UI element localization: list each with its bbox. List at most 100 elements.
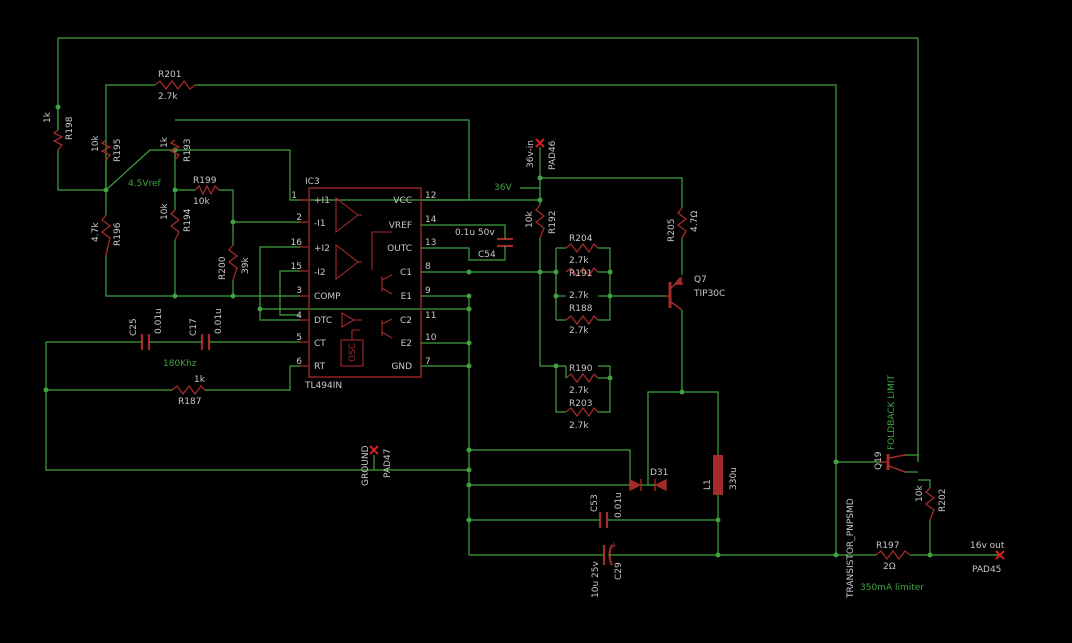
ic-pin-label-4: DTC	[314, 316, 332, 326]
resistor-r200-symbol	[227, 244, 239, 281]
ic3-name-label: IC3	[305, 177, 320, 187]
r199-name: R199	[193, 176, 217, 186]
junctions	[43, 104, 933, 558]
c29-value: 10u 25v	[591, 561, 601, 598]
capacitor-c54-symbol	[497, 237, 513, 248]
r205-value: 4.7Ω	[690, 211, 700, 232]
pads	[369, 138, 1005, 560]
error-amp-1-symbol	[335, 196, 359, 234]
resistor-r195-symbol	[100, 139, 112, 161]
pad47-marker	[369, 445, 379, 455]
r196-name: R196	[113, 222, 123, 246]
ic-pin-label-12: VCC	[393, 196, 412, 206]
ic-pin-label-16: +I2	[314, 244, 330, 254]
resistor-r192-symbol	[534, 204, 546, 239]
ic-pin-num-16: 16	[291, 238, 303, 248]
r203-value: 2.7k	[569, 421, 589, 431]
q19-name: Q19	[874, 451, 884, 470]
r193-name: R193	[183, 139, 193, 162]
ic-pin-label-5: CT	[314, 339, 326, 349]
ic-pin-num-7: 7	[425, 357, 431, 367]
r188-value: 2.7k	[569, 326, 589, 336]
r195-name: R195	[113, 139, 123, 162]
ic-pin-num-5: 5	[296, 333, 302, 343]
ic-pin-label-2: -I1	[314, 219, 326, 229]
vertical-resistors	[52, 129, 936, 521]
ic-pin-label-8: C1	[400, 268, 412, 278]
r194-name: R194	[183, 208, 193, 232]
ic-pin-label-7: GND	[391, 362, 412, 372]
c17-value: 0.01u	[214, 308, 224, 334]
r201-value: 2.7k	[158, 92, 178, 102]
r204-name: R204	[569, 234, 593, 244]
resistor-r194-symbol	[169, 209, 181, 241]
pad47-label: GROUND	[361, 445, 371, 486]
wires	[45, 37, 1000, 556]
pad45-label: 16v out	[970, 541, 1005, 551]
ic3-body	[308, 187, 422, 378]
capacitors: +	[136, 235, 618, 566]
r193-value: 1k	[160, 136, 170, 148]
ic-pin-num-13: 13	[425, 238, 436, 248]
r202-name: R202	[938, 489, 948, 512]
net-label-350ma-limiter: 350mA limiter	[860, 583, 924, 593]
r187-value: 1k	[194, 375, 206, 385]
ic-pin-label-11: C2	[400, 316, 412, 326]
net-label-180khz: 180Khz	[163, 359, 197, 369]
r192-value: 10k	[525, 211, 535, 228]
q7-part: TIP30C	[693, 289, 725, 299]
ic-pin-num-9: 9	[425, 286, 431, 296]
net-label-4-5vref: 4.5Vref	[128, 179, 162, 189]
net-label-foldback-limit: FOLDBACK LIMIT	[887, 374, 897, 450]
r188-name: R188	[569, 304, 593, 314]
pad45-marker	[995, 550, 1005, 560]
ic-pin-num-11: 11	[425, 311, 436, 321]
r205-name: R205	[667, 219, 677, 242]
output-transistor-2-symbol	[381, 318, 393, 339]
resistor-r204-symbol	[565, 242, 599, 254]
r200-name: R200	[218, 256, 228, 280]
c54-name: C54	[478, 250, 496, 260]
l1-value: 330u	[729, 467, 739, 490]
ic-pin-num-14: 14	[425, 215, 437, 225]
c54-value: 0.1u 50v	[455, 228, 495, 238]
c29-name: C29	[614, 562, 624, 580]
ic-pin-num-1: 1	[291, 191, 297, 201]
transistor-q7	[665, 276, 684, 311]
ic-pin-label-13: OUTC	[387, 244, 412, 254]
error-amp-2-symbol	[335, 243, 359, 281]
capacitor-c25-symbol	[140, 334, 151, 350]
r192-name: R192	[548, 211, 558, 234]
resistor-r188-symbol	[565, 314, 599, 326]
r202-value: 10k	[915, 485, 925, 502]
resistor-r199-symbol	[194, 184, 220, 196]
ic3-tl494: +I1 -I1 +I2 -I2 COMP DTC CT RT 1 2 16 15…	[291, 177, 437, 391]
q19-part: TRANSISTOR_PNPSMD	[846, 498, 856, 599]
ic-pin-label-15: -I2	[314, 268, 326, 278]
resistor-r193-symbol	[169, 139, 181, 161]
pad46-marker	[535, 138, 545, 148]
resistor-r198-symbol	[52, 129, 64, 151]
r195-value: 10k	[91, 135, 101, 152]
r187-name: R187	[178, 397, 201, 407]
svg-text:+: +	[610, 541, 618, 551]
c17-name: C17	[189, 318, 199, 336]
c53-name: C53	[590, 494, 600, 512]
ic-pin-num-3: 3	[296, 286, 302, 296]
c25-name: C25	[129, 318, 139, 336]
r197-name: R197	[876, 541, 899, 551]
ic-pin-label-10: E2	[401, 339, 412, 349]
pad46-label: 36v-in	[526, 140, 536, 168]
r200-value: 39k	[241, 257, 251, 274]
resistor-r205-symbol	[676, 207, 688, 239]
r194-value: 10k	[160, 203, 170, 220]
r197-value: 2Ω	[883, 562, 896, 572]
c25-value: 0.01u	[154, 308, 164, 334]
d31-name: D31	[650, 468, 668, 478]
r203-name: R203	[569, 399, 592, 409]
osc-label: OSC	[348, 343, 358, 362]
q7-name: Q7	[694, 275, 707, 285]
ic-pin-num-2: 2	[296, 213, 302, 223]
r201-name: R201	[158, 70, 181, 80]
ic-pin-label-9: E1	[401, 292, 412, 302]
